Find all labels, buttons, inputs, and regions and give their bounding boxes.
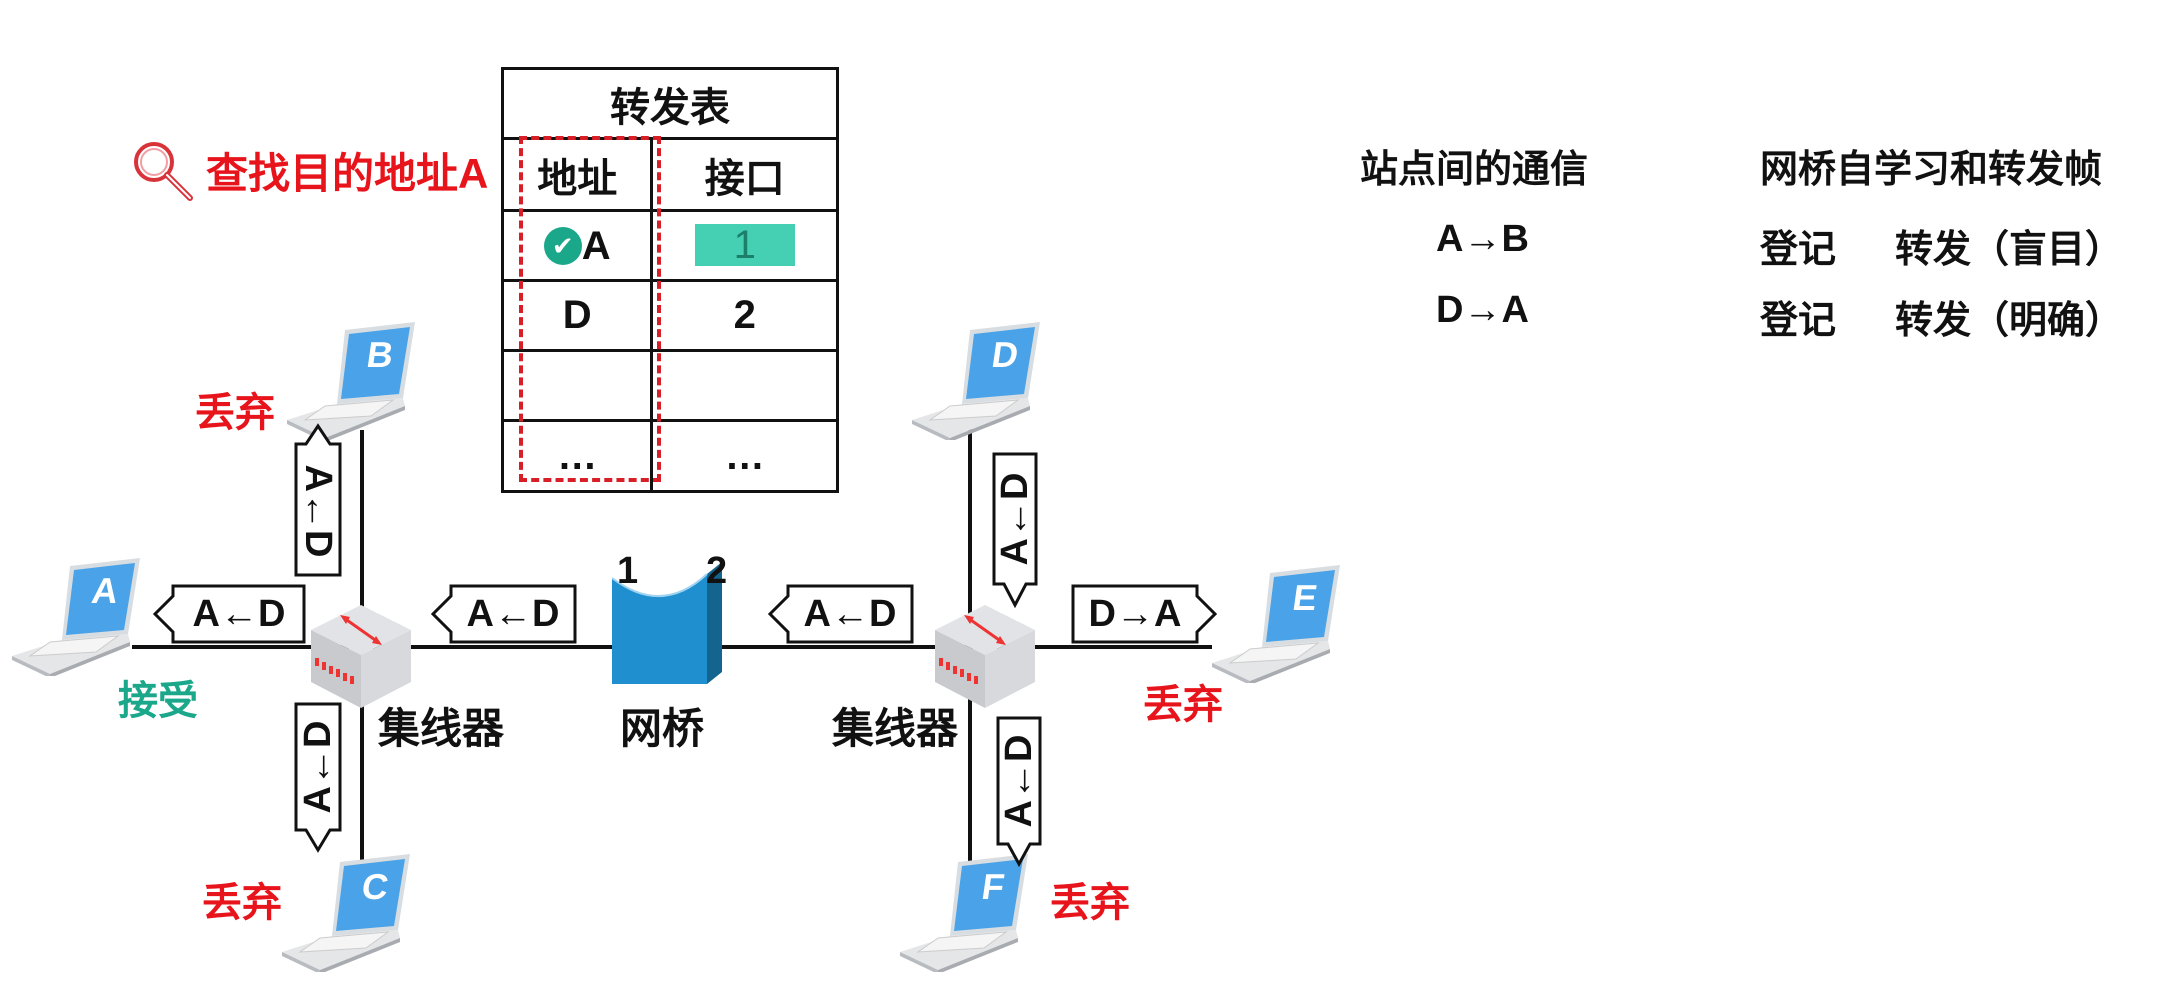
host-f-status: 丢弃 (1050, 881, 1130, 925)
frame-to-host-f: A←D (996, 716, 1042, 868)
frame-to-host-e: D→A (1071, 584, 1218, 644)
host-f: F (898, 852, 1038, 972)
hollow-arrow-right-icon (1071, 584, 1218, 644)
frame-from-host-d: A←D (992, 452, 1038, 609)
hollow-arrow-left-icon (430, 584, 577, 644)
host-b-status: 丢弃 (195, 391, 275, 435)
summary-learn: 登记 (1760, 229, 1837, 271)
frame-bridge-in: A←D (767, 584, 914, 644)
address-cell (500, 349, 654, 422)
host-label: B (364, 334, 396, 375)
summary-forward: 转发（盲目） (1895, 229, 2124, 271)
frame-hub-left-in: A←D (430, 584, 577, 644)
host-c-status: 丢弃 (202, 881, 282, 925)
host-label: C (359, 866, 391, 907)
frame-to-host-a: A←D (152, 584, 306, 644)
frame-to-host-c: A←D (294, 702, 342, 853)
address-cell: D (500, 279, 654, 352)
summary-forward: 转发（明确） (1895, 300, 2124, 342)
hub-left-label: 集线器 (378, 705, 505, 752)
host-label: F (979, 866, 1007, 907)
port-cell (650, 349, 839, 422)
table-row (500, 349, 839, 422)
port-cell: 2 (650, 279, 839, 352)
host-a: A (10, 556, 150, 676)
hub-left-icon (306, 600, 416, 710)
search-destination-label: 查找目的地址A (206, 150, 489, 197)
header-port: 接口 (650, 137, 839, 212)
bridge-label: 网桥 (620, 705, 705, 752)
host-e: E (1210, 563, 1350, 683)
summary-learn: 登记 (1760, 300, 1837, 342)
bridge-port-2: 2 (706, 550, 728, 592)
hollow-arrow-down-icon (992, 452, 1038, 609)
cable-left-vertical-top (360, 430, 364, 620)
header-address: 地址 (500, 137, 654, 212)
host-label: D (989, 334, 1021, 375)
frame-to-host-b: A←D (294, 423, 342, 577)
host-label: A (89, 570, 121, 611)
host-e-status: 丢弃 (1143, 683, 1223, 727)
summary-col1-title: 站点间的通信 (1360, 149, 1589, 191)
magnifier-icon (134, 142, 193, 201)
address-cell: A (581, 223, 611, 268)
table-title: 转发表 (501, 67, 839, 140)
host-label: E (1290, 577, 1320, 618)
cable-left-vertical-bottom (360, 680, 364, 860)
address-column-highlight (519, 136, 661, 482)
hollow-arrow-left-icon (152, 584, 306, 644)
host-d: D (910, 320, 1050, 440)
bridge-icon (612, 562, 722, 684)
port-cell: … (650, 419, 839, 493)
host-b: B (285, 320, 425, 440)
host-a-status: 接受 (118, 679, 198, 723)
summary-col2-title: 网桥自学习和转发帧 (1760, 149, 2103, 191)
table-row: ✔A 1 (500, 209, 839, 282)
port-cell-highlighted: 1 (694, 224, 795, 266)
bridge-port-1: 1 (617, 550, 639, 592)
table-row: …… (500, 419, 839, 493)
summary-comm: D→A (1436, 289, 1529, 331)
hollow-arrow-down-icon (996, 716, 1042, 868)
hollow-arrow-down-icon (294, 702, 342, 853)
hub-right-icon (930, 600, 1040, 710)
summary-comm: A→B (1436, 218, 1529, 260)
hub-right-label: 集线器 (832, 705, 959, 752)
hollow-arrow-up-icon (294, 423, 342, 577)
host-c: C (280, 852, 420, 972)
hollow-arrow-left-icon (767, 584, 914, 644)
check-icon: ✔ (543, 227, 582, 266)
